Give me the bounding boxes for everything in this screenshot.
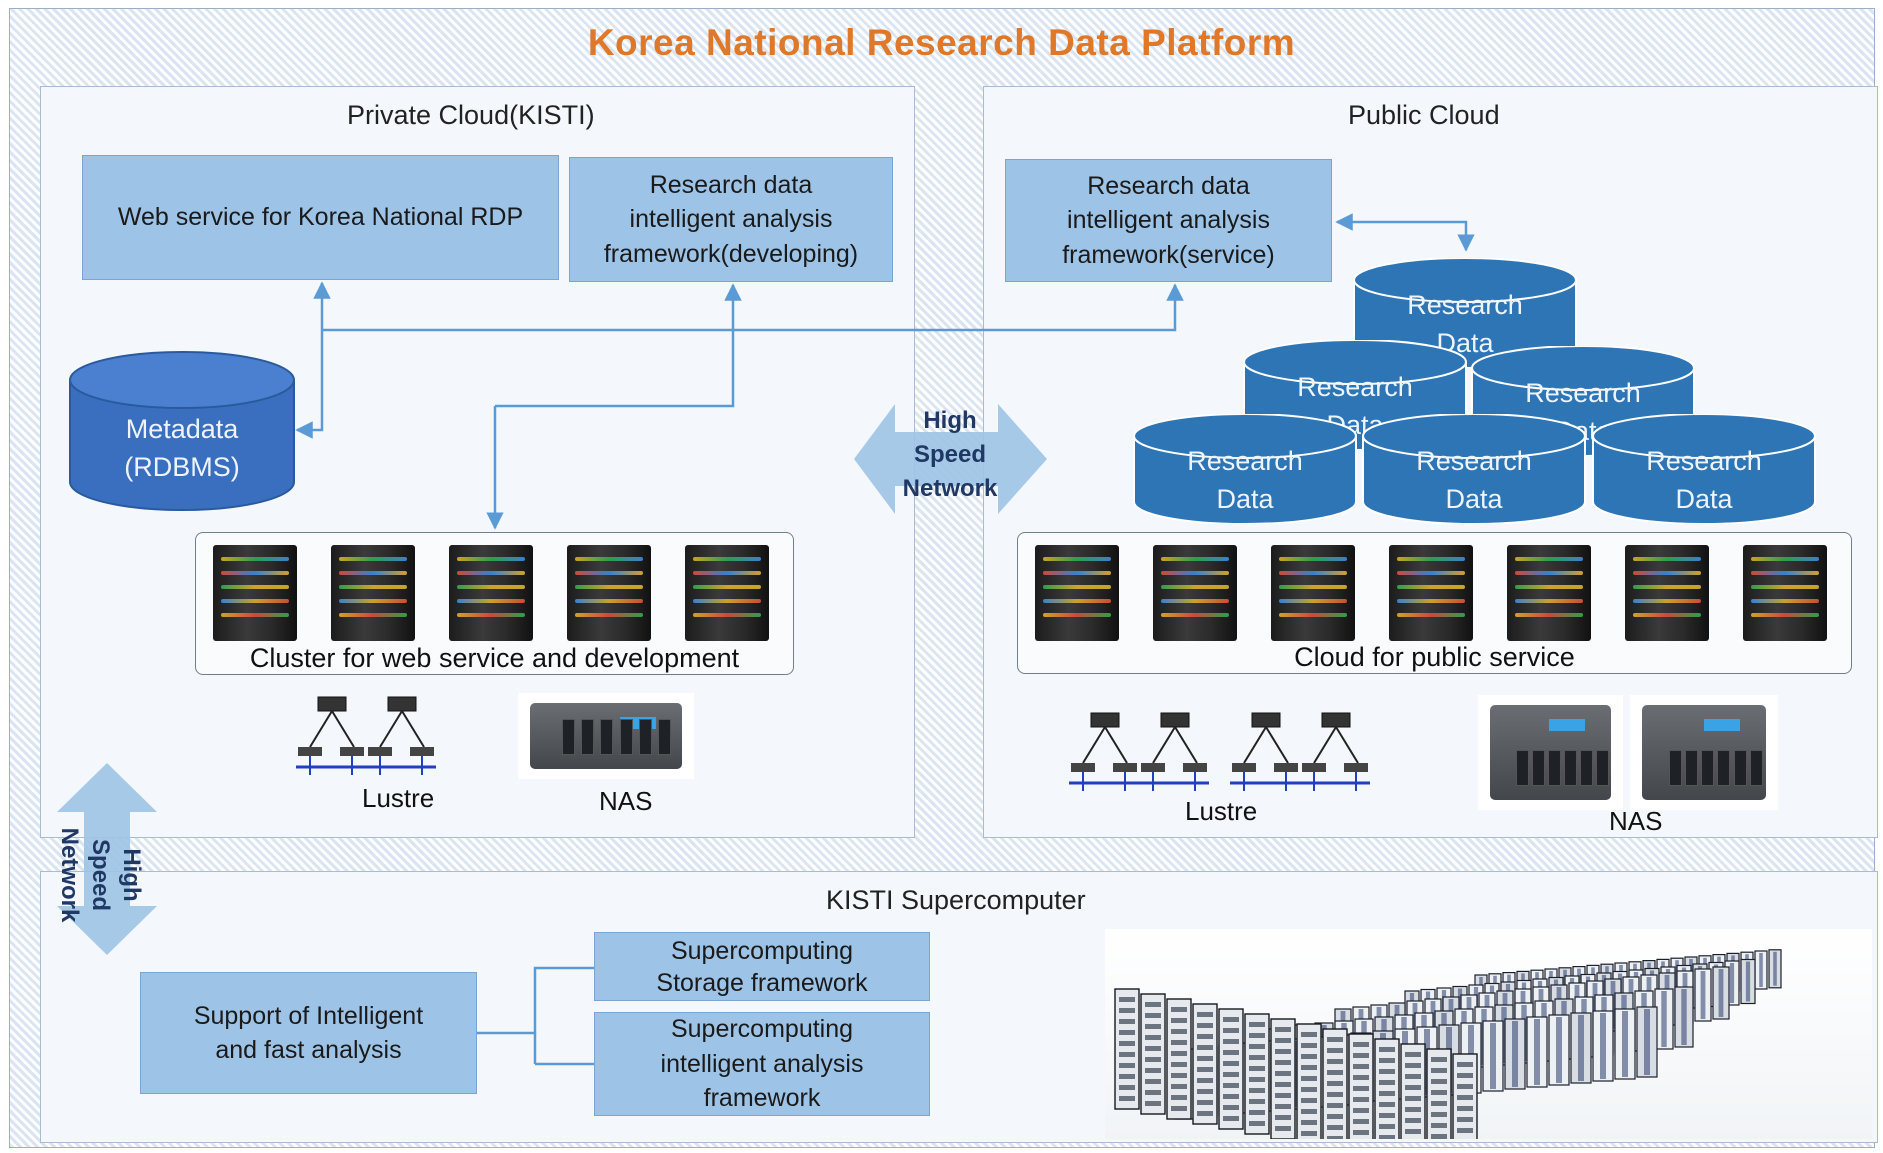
research-data-line-2: Data — [1675, 484, 1733, 514]
center-network-label: High Speed Network — [880, 404, 1020, 506]
public-cloud-title: Public Cloud — [1348, 100, 1500, 130]
center-network-arrow — [854, 404, 1047, 514]
cloud-label: Cloud for public service — [1294, 642, 1575, 672]
support-line-1: Support of Intelligent — [193, 1001, 424, 1030]
server-icon — [1153, 545, 1237, 641]
metadata-cylinder: Metadata (RDBMS) — [68, 350, 296, 512]
framework-dev-line-1: Research data — [649, 170, 813, 199]
supercomputer-image — [1105, 929, 1872, 1139]
cluster-label: Cluster for web service and development — [249, 643, 740, 673]
research-data-line-1: Research — [1407, 290, 1523, 320]
framework-service-line-1: Research data — [1087, 171, 1250, 200]
nas-public-icon-1 — [1478, 695, 1623, 810]
supercomputer-title: KISTI Supercomputer — [826, 885, 1086, 915]
framework-developing-box: Research data intelligent analysis frame… — [569, 157, 893, 282]
research-data-line-1: Research — [1525, 378, 1641, 408]
lustre-private-label: Lustre — [362, 783, 435, 813]
lustre-public-label: Lustre — [1185, 796, 1258, 826]
research-data-line-1: Research — [1646, 446, 1762, 476]
research-data-line-2: Data — [1216, 484, 1274, 514]
left-network-line-2: Speed — [86, 838, 114, 912]
research-data-line-2: Data — [1445, 484, 1503, 514]
nas-private-label: NAS — [599, 786, 653, 816]
center-network-line-1: High — [923, 407, 977, 434]
center-network-line-2: Speed — [913, 441, 987, 469]
research-data-line-1: Research — [1187, 446, 1303, 476]
server-icon — [449, 545, 533, 641]
left-network-arrow — [57, 763, 157, 955]
left-network-line-3: Network — [55, 827, 83, 923]
framework-dev-line-3: framework(developing) — [603, 239, 859, 268]
server-icon — [685, 545, 769, 641]
analysis-framework-box: Supercomputing intelligent analysis fram… — [594, 1012, 930, 1116]
analysis-line-2: intelligent analysis — [660, 1049, 864, 1078]
arrow-to-framework-service — [322, 283, 1184, 332]
link-cluster-framework — [495, 283, 742, 408]
server-icon — [1743, 545, 1827, 641]
support-connector — [477, 966, 594, 1035]
research-data-line-1: Research — [1297, 372, 1413, 402]
framework-service-box: Research data intelligent analysis frame… — [1005, 159, 1332, 282]
server-icon — [1389, 545, 1473, 641]
left-network-label: High Speed Network — [53, 815, 147, 935]
arrow-to-metadata — [295, 401, 324, 439]
storage-framework-box: Supercomputing Storage framework — [594, 932, 930, 1001]
web-service-label: Web service for Korea National RDP — [117, 203, 524, 232]
server-icon — [567, 545, 651, 641]
server-icon — [213, 545, 297, 641]
storage-line-2: Storage framework — [656, 968, 868, 997]
nas-public-label: NAS — [1609, 806, 1663, 836]
research-data-line-1: Research — [1416, 446, 1532, 476]
left-network-line-1: High — [118, 848, 145, 902]
center-network-line-3: Network — [902, 475, 998, 503]
server-icon — [331, 545, 415, 641]
private-cluster: Cluster for web service and development — [195, 532, 794, 675]
framework-service-line-2: intelligent analysis — [1067, 206, 1270, 235]
metadata-line-2: (RDBMS) — [124, 452, 240, 482]
arrow-framework-research-data — [1335, 213, 1475, 252]
public-cluster: Cloud for public service — [1017, 532, 1852, 674]
support-analysis-box: Support of Intelligent and fast analysis — [140, 972, 477, 1094]
storage-line-1: Supercomputing — [670, 936, 854, 965]
server-icon — [1625, 545, 1709, 641]
nas-private-icon — [518, 693, 694, 779]
web-service-box: Web service for Korea National RDP — [82, 155, 559, 280]
analysis-line-1: Supercomputing — [670, 1015, 854, 1044]
support-line-2: and fast analysis — [215, 1036, 402, 1064]
server-icon — [1035, 545, 1119, 641]
metadata-line-1: Metadata — [125, 414, 239, 444]
nas-public-icon-2 — [1630, 695, 1778, 810]
server-icon — [1507, 545, 1591, 641]
framework-service-line-3: framework(service) — [1062, 240, 1275, 269]
analysis-line-3: framework — [703, 1084, 821, 1113]
diagram-title: Korea National Research Data Platform — [587, 22, 1296, 63]
private-cloud-title: Private Cloud(KISTI) — [347, 100, 595, 130]
server-icon — [1271, 545, 1355, 641]
framework-dev-line-2: intelligent analysis — [629, 205, 833, 234]
